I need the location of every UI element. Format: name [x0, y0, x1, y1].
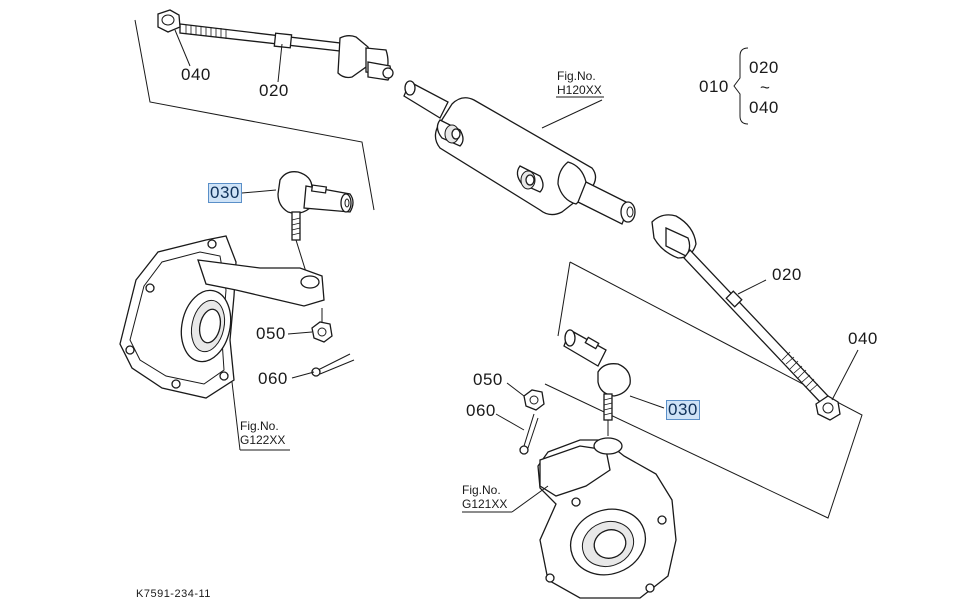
left-assembly-frame [134, 19, 375, 211]
part-label-020-lower: 020 [772, 265, 802, 284]
tie-rod-end-left-drawing [277, 171, 354, 241]
part-label-060-right: 060 [466, 401, 496, 420]
assembly-range-tilde: ~ [760, 78, 770, 97]
assembly-range-end: 040 [749, 98, 779, 117]
figure-reference-title: Fig.No. [462, 483, 501, 497]
knuckle-left-drawing [119, 235, 325, 399]
castle-nut-left-drawing [311, 321, 333, 343]
leader-lines [174, 29, 859, 513]
part-label-040-upper: 040 [181, 65, 211, 84]
part-label-050-right: 050 [473, 370, 503, 389]
figure-reference-code: H120XX [557, 83, 602, 97]
assembly-range-start: 020 [749, 58, 779, 77]
cotter-pin-left-drawing [311, 353, 355, 377]
tie-rod-right-drawing [651, 214, 829, 403]
tie-rod-left-drawing [179, 23, 394, 81]
part-label-030-left[interactable]: 030 [208, 183, 242, 203]
part-label-060-left: 060 [258, 369, 288, 388]
figure-reference-title: Fig.No. [240, 419, 279, 433]
assembly-label-010: 010 [699, 77, 729, 96]
part-label-020-upper: 020 [259, 81, 289, 100]
part-label-030-right[interactable]: 030 [666, 400, 700, 420]
steering-cylinder-drawing [403, 80, 636, 225]
nut-left-drawing [157, 9, 181, 33]
tie-rod-end-right-drawing [563, 329, 631, 421]
part-label-040-lower: 040 [848, 329, 878, 348]
nut-right-drawing [815, 395, 841, 421]
castle-nut-right-drawing [523, 389, 545, 411]
figure-reference-code: G121XX [462, 497, 508, 511]
figure-reference-code: G122XX [240, 433, 286, 447]
drawing-number: K7591-234-11 [136, 588, 211, 600]
figure-reference-h120xx: Fig.No. H120XX [557, 69, 602, 97]
knuckle-right-drawing [537, 437, 677, 599]
figure-reference-g122xx: Fig.No. G122XX [240, 419, 285, 447]
figure-reference-title: Fig.No. [557, 69, 596, 83]
part-label-050-left: 050 [256, 324, 286, 343]
cotter-pin-right-drawing [519, 413, 539, 455]
figure-reference-g121xx: Fig.No. G121XX [462, 483, 507, 511]
assembly-bracket [733, 47, 749, 125]
right-assembly-frame [544, 261, 863, 519]
